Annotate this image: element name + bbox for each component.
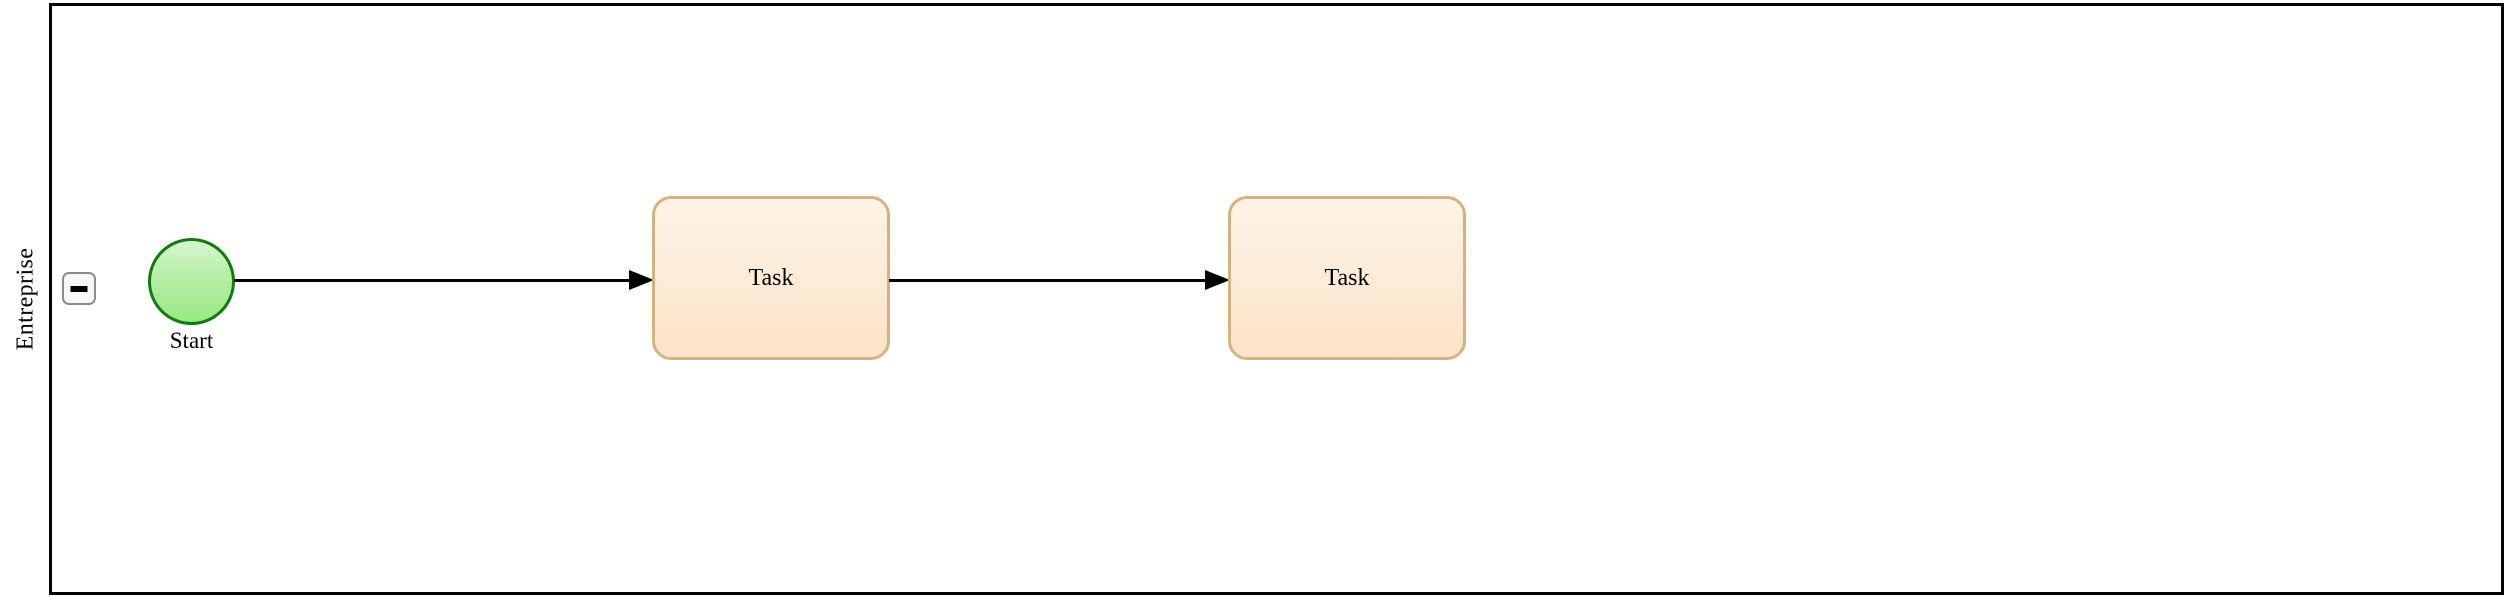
lane-header[interactable]: Entreprise	[2, 3, 52, 595]
sequence-flow-1-line[interactable]	[234, 279, 629, 282]
task-label-1: Task	[748, 264, 794, 291]
lane-title: Entreprise	[12, 247, 38, 351]
start-event-label: Start	[169, 328, 214, 353]
sequence-flow-1-arrowhead-icon	[629, 270, 654, 290]
minus-icon	[70, 285, 88, 292]
task-label-2: Task	[1324, 264, 1370, 291]
sequence-flow-2-line[interactable]	[889, 279, 1205, 282]
task-node-2[interactable]: Task	[1228, 196, 1466, 360]
task-node-1[interactable]: Task	[652, 196, 890, 360]
sequence-flow-2-arrowhead-icon	[1205, 270, 1230, 290]
lane-collapse-button[interactable]	[62, 272, 96, 305]
start-event-node[interactable]	[148, 238, 235, 325]
